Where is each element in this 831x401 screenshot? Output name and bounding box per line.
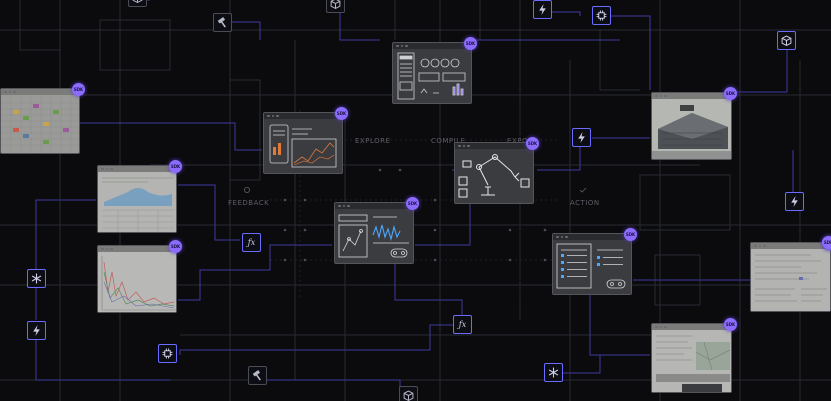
lightning-bolt-icon <box>578 132 585 143</box>
form-window[interactable]: SDK <box>552 228 637 295</box>
trigger-node[interactable] <box>572 128 591 147</box>
sdk-badge: SDK <box>624 228 637 241</box>
config-node[interactable] <box>27 269 46 288</box>
sdk-badge: SDK <box>335 107 348 120</box>
chip-icon <box>596 10 607 21</box>
function-icon: ƒx <box>247 238 256 247</box>
stage-label-export: EXPO <box>507 137 528 145</box>
tool-node[interactable] <box>213 13 232 32</box>
analytics-window[interactable]: SDK <box>263 107 348 174</box>
stage-label-explore: EXPLORE <box>355 137 391 145</box>
chip-icon <box>162 348 173 359</box>
hammer-icon <box>217 17 226 28</box>
check-icon <box>579 187 587 193</box>
config-node[interactable] <box>544 363 563 382</box>
sdk-badge: SDK <box>169 160 182 173</box>
sdk-badge: SDK <box>526 137 539 150</box>
robotics-window[interactable]: SDK <box>454 137 539 204</box>
trigger-node[interactable] <box>27 321 46 340</box>
timeseries-window[interactable]: SDK <box>97 240 182 313</box>
processor-node[interactable] <box>592 6 611 25</box>
report-window[interactable]: SDK <box>97 160 182 233</box>
cube-icon <box>330 0 341 9</box>
tool-node[interactable] <box>248 366 267 385</box>
map-window[interactable]: SDK <box>651 318 737 393</box>
spreadsheet-window[interactable]: SDK <box>0 83 85 154</box>
sdk-badge: SDK <box>406 197 419 210</box>
factory-window[interactable]: SDK <box>651 87 737 160</box>
sdk-badge: SDK <box>724 87 737 100</box>
function-icon: ƒx <box>458 320 467 329</box>
stage-label-action: ACTION <box>570 199 600 207</box>
trigger-node[interactable] <box>533 0 552 19</box>
document-window[interactable]: SDK <box>750 237 831 312</box>
trigger-node[interactable] <box>785 192 804 211</box>
package-node[interactable] <box>777 31 796 50</box>
package-node[interactable] <box>399 386 418 401</box>
sdk-badge: SDK <box>464 37 477 50</box>
stage-label-feedback: FEEDBACK <box>228 199 270 207</box>
lightning-bolt-icon <box>539 4 546 15</box>
function-node[interactable]: ƒx <box>242 233 261 252</box>
hammer-icon <box>252 370 261 381</box>
sdk-badge: SDK <box>72 83 85 96</box>
package-node[interactable] <box>128 0 147 7</box>
processor-node[interactable] <box>158 344 177 363</box>
sdk-badge: SDK <box>822 236 831 249</box>
sdk-badge: SDK <box>724 318 737 331</box>
dashboard-window[interactable]: SDK <box>392 37 477 104</box>
signal-window[interactable]: SDK <box>334 197 419 264</box>
lightning-bolt-icon <box>33 325 40 336</box>
snowflake-icon <box>31 273 42 284</box>
snowflake-icon <box>548 367 559 378</box>
cube-icon <box>132 0 143 3</box>
cube-icon <box>781 35 792 46</box>
stage-label-compile: COMPILE <box>431 137 466 145</box>
refresh-icon <box>244 187 250 193</box>
package-node[interactable] <box>326 0 345 13</box>
sdk-badge: SDK <box>169 240 182 253</box>
function-node[interactable]: ƒx <box>453 315 472 334</box>
cube-icon <box>403 390 414 401</box>
lightning-bolt-icon <box>791 196 798 207</box>
